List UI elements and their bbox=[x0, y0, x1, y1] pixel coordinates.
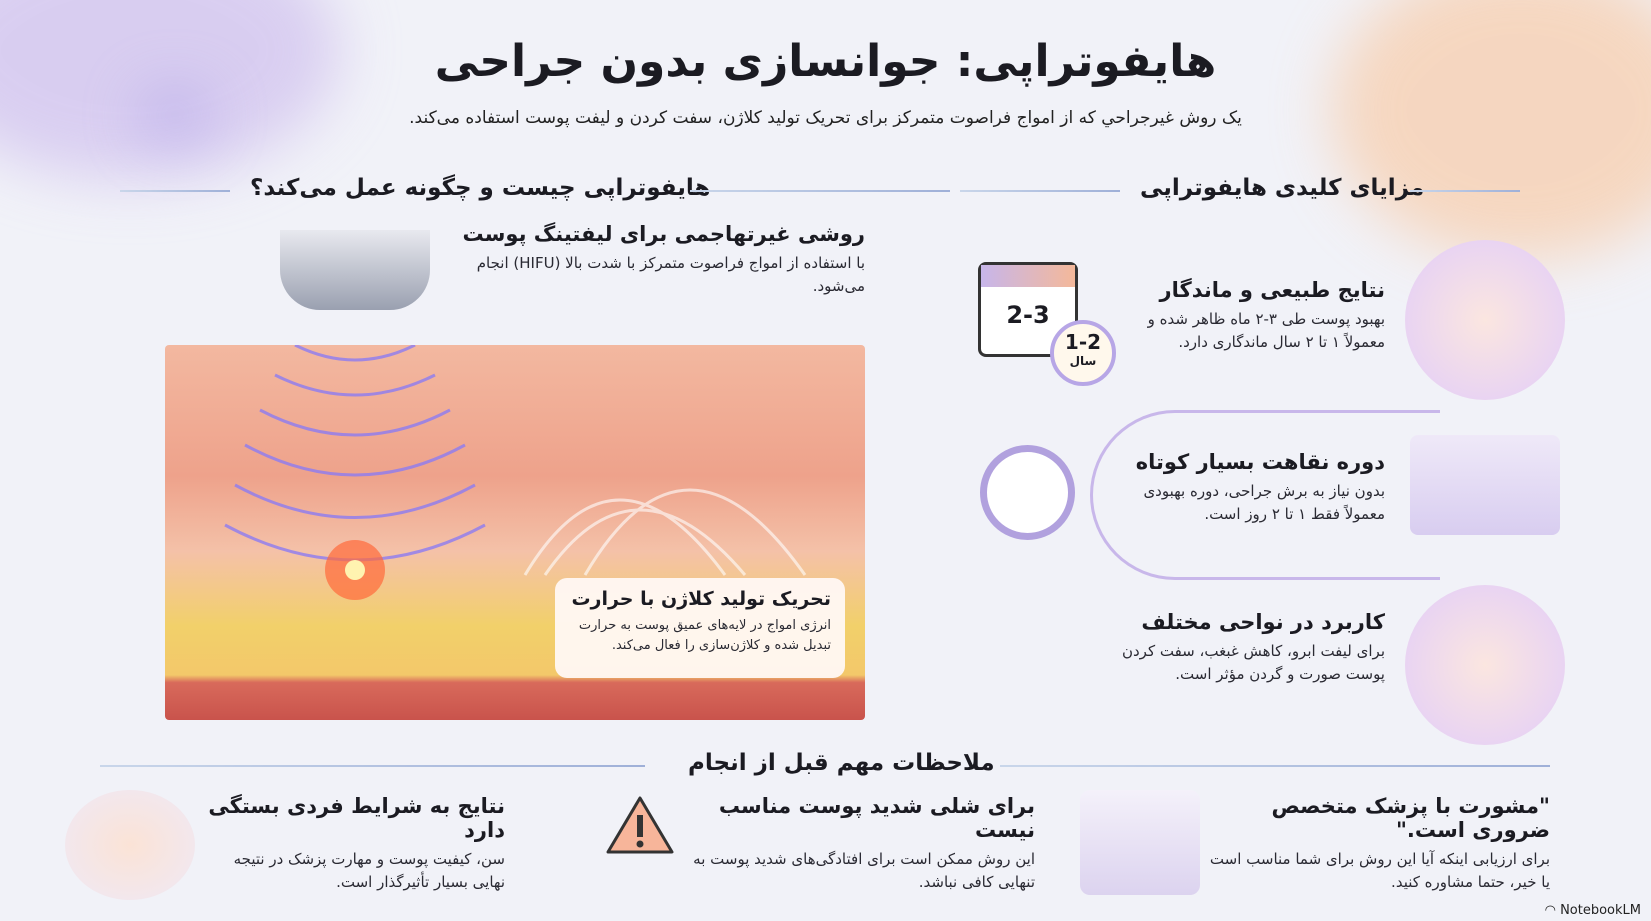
collagen-callout: تحریک تولید کلاژن با حرارت انرژی امواج د… bbox=[555, 578, 845, 678]
consideration-title: "مشورت با پزشک متخصص ضروری است." bbox=[1271, 794, 1550, 842]
divider bbox=[100, 765, 645, 767]
decor-blob bbox=[140, 90, 210, 140]
duration-badge: 1-2 سال bbox=[1050, 320, 1116, 386]
section-heading-benefits: مزایای کلیدی هایفوتراپی bbox=[1140, 175, 1425, 201]
warning-icon bbox=[606, 796, 674, 854]
intro-text: با استفاده از امواج فراصوت متمرکز با شدت… bbox=[476, 254, 865, 295]
consideration-item: "مشورت با پزشک متخصص ضروری است." برای ار… bbox=[1205, 794, 1550, 893]
section-heading-how: هایفوتراپی چیست و چگونه عمل می‌کند؟ bbox=[250, 175, 711, 201]
benefit-text: بهبود پوست طی ۳-۲ ماه ظاهر شده و معمولاً… bbox=[1147, 310, 1385, 351]
badge-value: 1-2 bbox=[1064, 330, 1102, 354]
hifu-probe-icon bbox=[280, 230, 430, 310]
consideration-text: برای ارزیابی اینکه آیا این روش برای شما … bbox=[1209, 850, 1550, 891]
section-heading-considerations: ملاحظات مهم قبل از انجام bbox=[688, 750, 995, 776]
stopwatch-icon bbox=[980, 445, 1075, 540]
face-icon bbox=[1405, 240, 1565, 400]
callout-title: تحریک تولید کلاژن با حرارت bbox=[571, 588, 831, 610]
badge-unit: سال bbox=[1069, 354, 1097, 368]
face-magnifier-icon bbox=[65, 790, 195, 900]
consideration-title: نتایج به شرایط فردی بستگی دارد bbox=[208, 794, 505, 842]
benefit-text: برای لیفت ابرو، کاهش غبغب، سفت کردن پوست… bbox=[1121, 642, 1385, 683]
divider bbox=[120, 190, 230, 192]
benefit-title: دوره نقاهت بسیار کوتاه bbox=[1135, 450, 1385, 474]
page-subtitle: یک روش غیرجراحي که از امواج فراصوت متمرک… bbox=[409, 108, 1242, 128]
consideration-item: برای شلی شدید پوست مناسب نیست این روش مم… bbox=[690, 794, 1035, 893]
benefit-item: دوره نقاهت بسیار کوتاه بدون نیاز به برش … bbox=[1120, 450, 1385, 525]
divider bbox=[960, 190, 1120, 192]
benefit-item: کاربرد در نواحی مختلف برای لیفت ابرو، کا… bbox=[1120, 610, 1385, 685]
intro-block: روشی غیرتهاجمی برای لیفتینگ پوست با استف… bbox=[450, 222, 865, 297]
benefit-text: بدون نیاز به برش جراحی، دوره بهبودی معمو… bbox=[1143, 482, 1385, 523]
divider bbox=[1410, 190, 1520, 192]
consideration-title: برای شلی شدید پوست مناسب نیست bbox=[718, 794, 1035, 842]
doctor-consultation-icon bbox=[1080, 790, 1200, 895]
page-title: هایفوتراپی: جوانسازی بدون جراحی bbox=[434, 36, 1217, 87]
callout-text: انرژی امواج در لایه‌های عمیق پوست به حرا… bbox=[578, 618, 831, 653]
divider bbox=[1000, 765, 1550, 767]
consideration-text: این روش ممکن است برای افتادگی‌های شدید پ… bbox=[693, 850, 1035, 891]
ultrasound-waves-icon bbox=[224, 345, 807, 600]
notebooklm-logo-icon: ◠ bbox=[1544, 903, 1556, 918]
benefit-item: نتایج طبیعی و ماندگار بهبود پوست طی ۳-۲ … bbox=[1120, 278, 1385, 353]
benefit-connector bbox=[1090, 410, 1440, 580]
face-points-icon bbox=[1405, 585, 1565, 745]
divider bbox=[690, 190, 950, 192]
benefit-title: نتایج طبیعی و ماندگار bbox=[1159, 278, 1385, 302]
calendar-label: 2-3 bbox=[1006, 301, 1050, 329]
footer-brand-text: NotebookLM bbox=[1560, 903, 1641, 918]
intro-title: روشی غیرتهاجمی برای لیفتینگ پوست bbox=[462, 222, 865, 246]
doctor-patient-icon bbox=[1410, 435, 1560, 535]
consideration-item: نتایج به شرایط فردی بستگی دارد سن، کیفیت… bbox=[205, 794, 505, 893]
consideration-text: سن، کیفیت پوست و مهارت پزشک در نتیجه نها… bbox=[233, 850, 505, 891]
footer-brand: ◠ NotebookLM bbox=[1545, 903, 1641, 918]
benefit-title: کاربرد در نواحی مختلف bbox=[1141, 610, 1385, 634]
